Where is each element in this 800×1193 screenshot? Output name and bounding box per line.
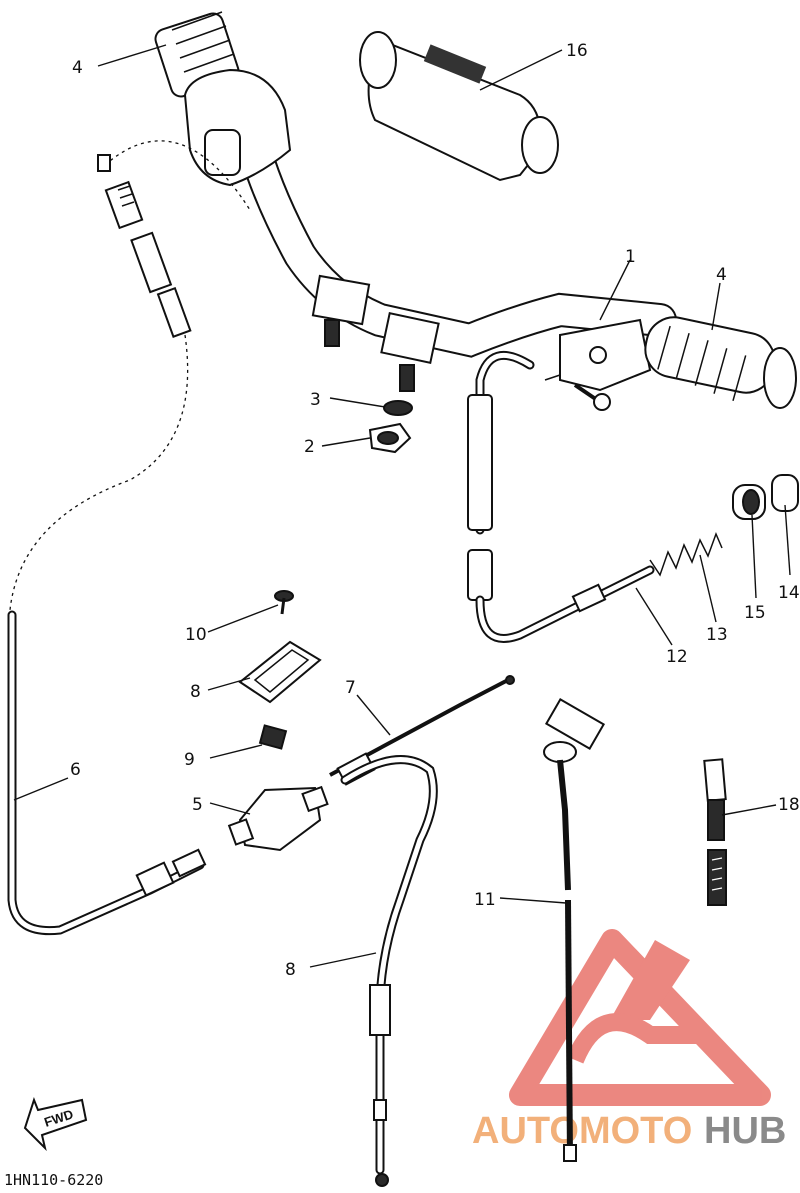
callout-12: 11 bbox=[474, 890, 496, 910]
nut-part-2 bbox=[368, 422, 412, 454]
callout-14: 13 bbox=[706, 625, 728, 645]
cable-routing-upper bbox=[104, 140, 251, 211]
callout-2: 2 bbox=[304, 437, 315, 457]
callout-10: 9 bbox=[184, 750, 195, 770]
callout-1: 1 bbox=[625, 247, 636, 267]
fwd-arrow-icon: FWD bbox=[23, 1097, 88, 1152]
front-brake-cable bbox=[467, 351, 655, 643]
handlebar bbox=[238, 133, 677, 392]
strap-part-18 bbox=[703, 758, 727, 906]
throttle-cable-end bbox=[97, 154, 192, 338]
callout-9: 8 bbox=[190, 682, 201, 702]
cable-part-12 bbox=[543, 698, 606, 1162]
reference-code: 1HN110-6220 bbox=[4, 1171, 103, 1189]
callout-3: 3 bbox=[310, 390, 321, 410]
callout-4-right: 4 bbox=[716, 265, 727, 285]
callout-15: 14 bbox=[778, 583, 800, 603]
clip-part-10 bbox=[258, 724, 288, 750]
callout-6: 6 bbox=[70, 760, 81, 780]
callout-4-left: 4 bbox=[72, 58, 83, 78]
callout-16: 15 bbox=[744, 603, 766, 623]
callout-13: 12 bbox=[666, 647, 688, 667]
grip-part-17 bbox=[359, 31, 559, 182]
watermark-text-secondary: HUB bbox=[704, 1110, 786, 1152]
callout-18: 18 bbox=[778, 795, 800, 815]
left-grip-assembly bbox=[154, 11, 292, 187]
right-grip-assembly bbox=[544, 316, 797, 411]
callout-17: 16 bbox=[566, 41, 588, 61]
spring-part-14 bbox=[649, 531, 723, 577]
leader-lines bbox=[13, 44, 791, 968]
callout-11: 10 bbox=[185, 625, 207, 645]
junction-part-5 bbox=[227, 785, 329, 852]
cable-routing-lower bbox=[9, 334, 189, 611]
watermark-text-primary: AUTOMOTO bbox=[472, 1110, 692, 1152]
callout-7: 7 bbox=[345, 678, 356, 698]
throttle-cable-part-6 bbox=[7, 610, 207, 936]
callout-8: 8 bbox=[285, 960, 296, 980]
screw-part-11 bbox=[274, 590, 294, 615]
cable-part-8 bbox=[340, 755, 438, 1187]
callout-5: 5 bbox=[192, 795, 203, 815]
cover-part-9 bbox=[238, 640, 322, 704]
watermark-logo bbox=[509, 929, 771, 1106]
washer-part-3 bbox=[383, 400, 413, 416]
